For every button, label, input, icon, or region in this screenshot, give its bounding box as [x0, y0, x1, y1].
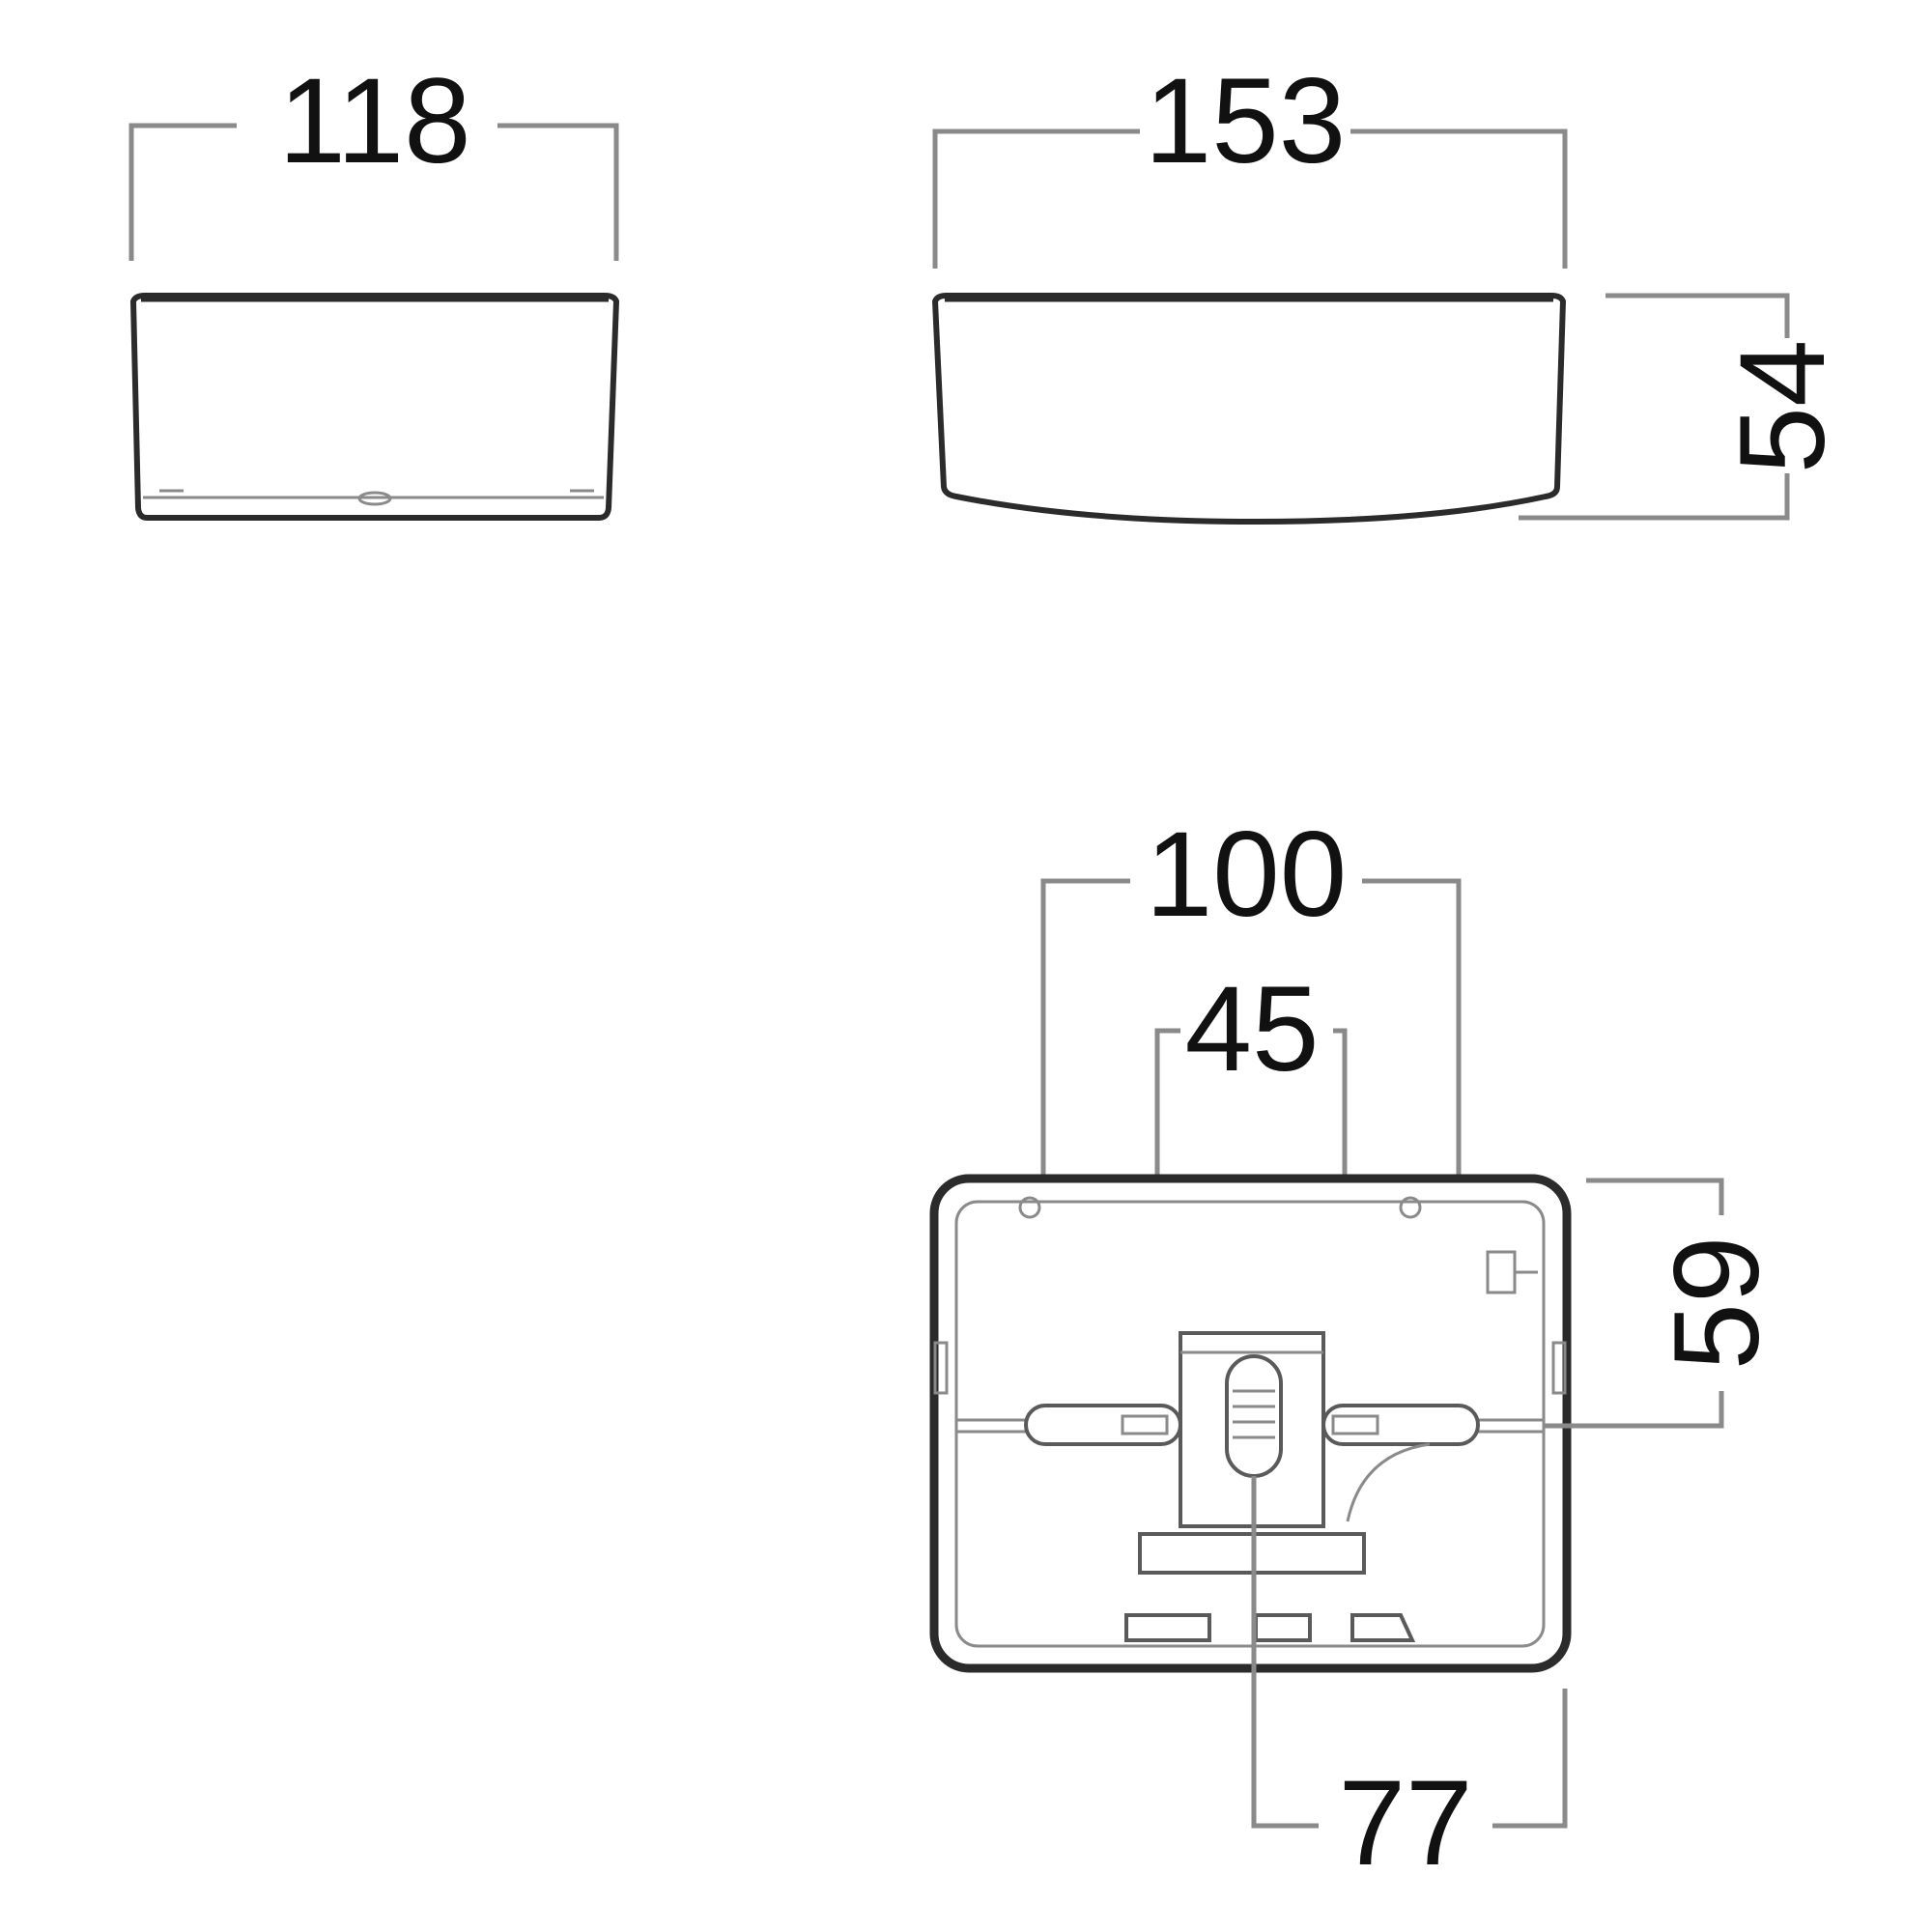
front-view-body — [931, 293, 1567, 526]
cable-offset-label: 77 — [1338, 1756, 1472, 1890]
height-label: 54 — [1716, 339, 1850, 473]
mounting-bracket-right — [1321, 1404, 1480, 1446]
mount-height-dimension-top — [1586, 1178, 1724, 1215]
mounting-bracket-left — [1024, 1404, 1182, 1446]
mount-height-dimension-bottom — [1544, 1391, 1724, 1429]
right-side-notch — [1551, 1341, 1567, 1395]
bracket-slot-right — [1331, 1414, 1379, 1435]
height-dimension-line-bottom — [1519, 473, 1790, 521]
cable-clamp-arc — [1346, 1442, 1431, 1522]
top-left-screw-hole — [1018, 1196, 1041, 1219]
side-width-dimension-line-right — [497, 123, 619, 261]
vent-slot-center — [1254, 1613, 1312, 1642]
front-width-dimension-line-right — [1350, 128, 1568, 269]
side-view: 118 — [128, 54, 620, 521]
front-width-label: 153 — [1145, 54, 1347, 188]
mount-outer-label: 100 — [1146, 808, 1348, 942]
vent-slot-right — [1350, 1613, 1416, 1642]
mount-height-label: 59 — [1650, 1236, 1784, 1370]
side-view-screw-hole — [357, 491, 392, 506]
plan-view: 100 45 — [929, 808, 1784, 1890]
side-view-body — [129, 293, 620, 521]
side-width-dimension-line — [128, 123, 237, 261]
cable-offset-dimension-right — [1492, 1689, 1568, 1829]
vent-slot-left — [1124, 1613, 1211, 1642]
left-side-notch — [933, 1341, 949, 1395]
mount-inner-label: 45 — [1184, 962, 1319, 1096]
bracket-slot-left — [1121, 1414, 1169, 1435]
side-width-label: 118 — [278, 54, 470, 188]
front-view: 153 54 — [931, 54, 1850, 526]
top-right-screw-hole — [1399, 1196, 1422, 1219]
cable-offset-dimension-left — [1251, 1476, 1319, 1829]
cable-gland — [1225, 1354, 1283, 1478]
front-width-dimension-line-left — [932, 128, 1140, 269]
height-dimension-line-top — [1605, 293, 1790, 338]
